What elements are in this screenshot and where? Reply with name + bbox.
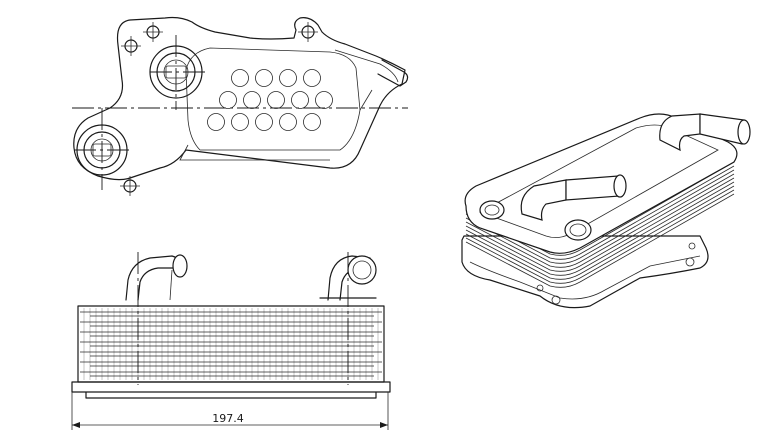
iso-plate-edge xyxy=(465,161,735,256)
dimple xyxy=(303,69,321,87)
iso-plate-edge xyxy=(465,193,735,288)
mounting-hole-2 xyxy=(143,22,163,42)
pipe-stub-top-view xyxy=(377,59,409,87)
flange-outline xyxy=(73,16,406,181)
top-view xyxy=(72,16,409,196)
iso-port-1-bore xyxy=(484,204,500,216)
dimple xyxy=(243,91,261,109)
flange-inner-outline xyxy=(185,47,361,151)
iso-plate-edge xyxy=(465,177,735,272)
dimple xyxy=(219,91,237,109)
iso-plate-edge xyxy=(465,173,735,268)
dimple xyxy=(231,69,249,87)
dimple xyxy=(255,69,273,87)
iso-pipe-rear-end xyxy=(737,119,751,145)
iso-plate-edge xyxy=(465,181,735,276)
iso-plate-edge xyxy=(465,165,735,260)
iso-plate-stack xyxy=(465,161,735,288)
port-upper xyxy=(149,45,203,99)
iso-mount-hole-4 xyxy=(688,242,696,250)
mounting-hole-3 xyxy=(298,22,318,42)
dimple xyxy=(231,113,249,131)
iso-base-flange xyxy=(461,235,709,309)
side-pipe-left-end xyxy=(172,254,188,278)
dimple xyxy=(255,113,273,131)
side-pipe-left-inner xyxy=(169,269,173,301)
iso-port-2-bore xyxy=(569,223,587,237)
cooler-stack-body xyxy=(77,305,385,383)
dimple xyxy=(207,113,225,131)
iso-mount-hole-3 xyxy=(536,284,544,292)
iso-plate-edge xyxy=(465,169,735,264)
iso-port-1 xyxy=(479,200,505,220)
iso-mount-hole-2 xyxy=(551,295,561,305)
iso-port-2 xyxy=(564,219,592,241)
side-pipe-right-end xyxy=(347,255,377,285)
mounting-hole-4 xyxy=(120,176,140,196)
iso-base-edge xyxy=(469,255,701,300)
mounting-hole-1 xyxy=(121,36,141,56)
dimension-label: 197.4 xyxy=(212,412,244,425)
dimple xyxy=(291,91,309,109)
dimple xyxy=(267,91,285,109)
isometric-view xyxy=(461,113,751,309)
side-view: 197.4 xyxy=(71,252,391,430)
iso-pipe-front-end xyxy=(613,174,627,198)
iso-top-plate-inner xyxy=(479,124,719,238)
dimple xyxy=(279,69,297,87)
flange-edge-detail xyxy=(179,49,399,161)
side-pipe-right-bore xyxy=(352,260,372,280)
cooler-stack-plates xyxy=(80,308,382,380)
base-plate xyxy=(71,381,391,399)
iso-pipe-front-tube xyxy=(565,175,621,201)
iso-plate-edge xyxy=(465,185,735,280)
dimple xyxy=(303,113,321,131)
iso-mount-hole-1 xyxy=(685,257,695,267)
port-lower xyxy=(76,124,128,176)
plate-dimples xyxy=(207,69,333,131)
dimple xyxy=(315,91,333,109)
dimple xyxy=(279,113,297,131)
iso-plate-edge xyxy=(465,189,735,284)
